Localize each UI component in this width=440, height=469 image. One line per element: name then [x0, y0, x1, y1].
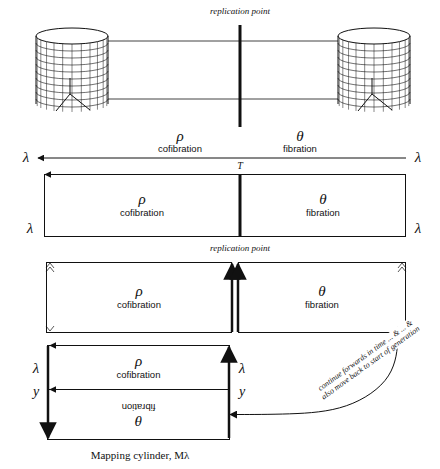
figure-caption: Mapping cylinder, Mλ: [91, 450, 190, 462]
symbol-label: λ: [23, 150, 30, 166]
symbol-label: λ: [33, 361, 40, 377]
region-label: fibration: [306, 208, 340, 218]
region-box: ρcofibration: [44, 174, 240, 237]
symbol-label: y: [239, 385, 245, 400]
region-label: fibration: [305, 300, 339, 310]
band-line: [108, 99, 338, 100]
replication-line: [239, 25, 242, 127]
edge-label: continue forwards in time ... & ... & al…: [312, 315, 425, 404]
symbol-label: λ: [27, 221, 34, 237]
region-content: ρcofibration: [48, 346, 229, 389]
symbol-label: ρ: [138, 192, 145, 208]
corner-marks: [46, 263, 406, 331]
annotation-label: replication point: [209, 7, 271, 16]
symbol-label: θ: [319, 192, 326, 208]
region-box: θfibration: [47, 389, 230, 440]
symbol-label: θ: [135, 412, 142, 428]
region-box: ρcofibration: [47, 345, 230, 390]
symbol-label: y: [33, 385, 39, 400]
region-content: θfibration: [48, 390, 229, 439]
region-label: fibration: [122, 401, 156, 411]
region-box: θfibration: [240, 174, 406, 237]
symbol-label: ρ: [176, 129, 183, 145]
region-box: ρcofibration: [46, 262, 232, 333]
region-box: θfibration: [238, 262, 406, 333]
region-content: ρcofibration: [47, 263, 231, 332]
region-content: ρcofibration: [45, 175, 239, 236]
symbol-label: θ: [296, 129, 303, 145]
band-line: [108, 41, 338, 42]
annotation-label: cofibration: [158, 144, 202, 154]
symbol-label: θ: [318, 284, 325, 300]
symbol-label: λ: [415, 221, 422, 237]
region-content: θfibration: [241, 175, 405, 236]
region-content: θfibration: [239, 263, 405, 332]
cylinder-figures: [36, 28, 410, 112]
annotation-label: replication point: [209, 244, 271, 253]
region-label: cofibration: [117, 300, 161, 310]
annotation-label: T: [237, 161, 243, 172]
annotation-label: fibration: [283, 144, 317, 154]
region-label: cofibration: [117, 370, 161, 380]
symbol-label: λ: [239, 361, 246, 377]
symbol-label: ρ: [135, 354, 142, 370]
symbol-label: λ: [415, 150, 422, 166]
symbol-label: ρ: [135, 284, 142, 300]
time-arrow: [38, 158, 406, 159]
region-label: cofibration: [120, 208, 164, 218]
